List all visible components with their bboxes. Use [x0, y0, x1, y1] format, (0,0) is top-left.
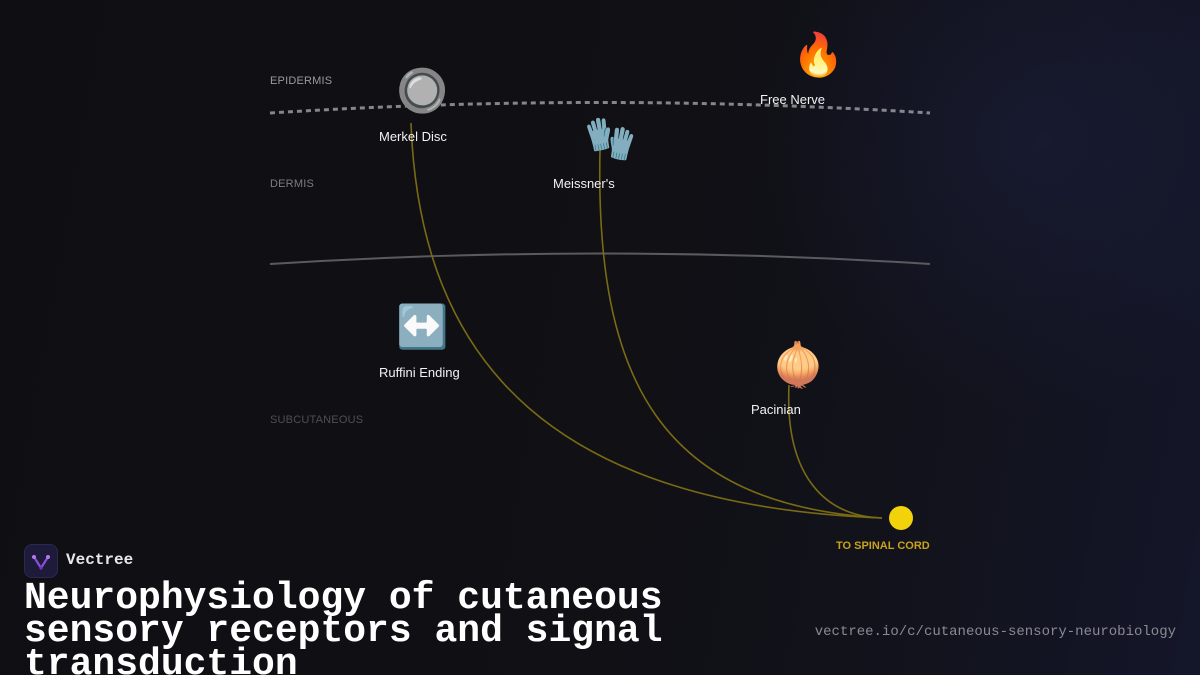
fire-icon: 🔥: [792, 30, 845, 79]
dermis-boundary-line: [269, 252, 931, 265]
epidermis-layer-label: EPIDERMIS: [270, 75, 333, 87]
free-nerve-label: Free Nerve: [760, 92, 826, 107]
merkel-nerve-fiber: [410, 122, 883, 519]
merkel-disc-icon: 🔘: [396, 66, 449, 115]
meissner-nerve-fiber: [598, 149, 883, 519]
spinal-cord-node: [889, 506, 913, 530]
pacinian-nerve-fiber: [787, 384, 883, 519]
glove-icon: 🧤: [584, 114, 637, 163]
vectree-logo-icon: [24, 544, 58, 578]
dermis-layer-label: DERMIS: [270, 178, 314, 190]
onion-icon: 🧅: [772, 340, 825, 389]
pacinian-label: Pacinian: [751, 402, 801, 417]
left-right-arrow-icon: ↔️: [396, 302, 449, 351]
page-title: Neurophysiology of cutaneous sensory rec…: [24, 577, 663, 675]
spinal-cord-label: TO SPINAL CORD: [836, 540, 930, 552]
meissner-label: Meissner's: [553, 176, 615, 191]
subcutaneous-layer-label: SUBCUTANEOUS: [270, 414, 364, 426]
merkel-disc-label: Merkel Disc: [379, 129, 447, 144]
epidermis-boundary-line: [269, 101, 931, 115]
ruffini-ending-label: Ruffini Ending: [379, 365, 460, 380]
vectree-logo-glyph: [32, 555, 50, 570]
source-url[interactable]: vectree.io/c/cutaneous-sensory-neurobiol…: [814, 624, 1176, 640]
brand-name: Vectree: [66, 551, 134, 569]
